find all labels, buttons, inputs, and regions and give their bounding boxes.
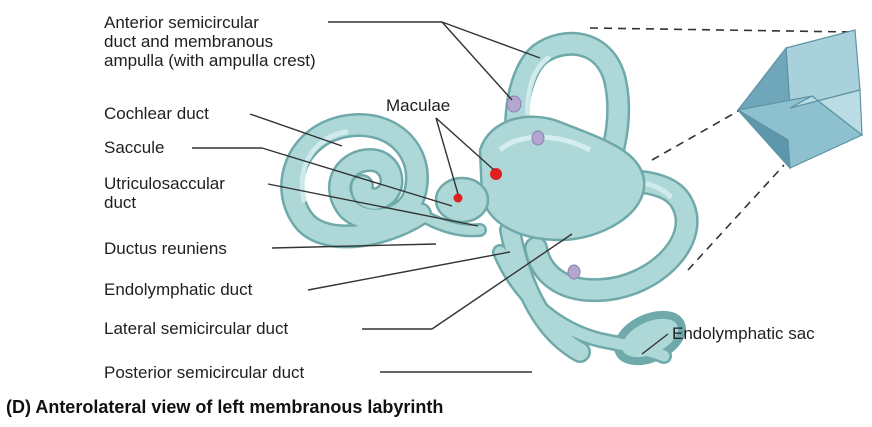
label-anterior-semicircular-duct: Anterior semicircular duct and membranou… [104,13,316,70]
label-utriculosaccular-line-2: duct [104,193,225,212]
label-ductus-reuniens: Ductus reuniens [104,239,227,258]
label-saccule: Saccule [104,138,164,157]
label-anterior-line-3: ampulla (with ampulla crest) [104,51,316,70]
label-endolymphatic-duct: Endolymphatic duct [104,280,252,299]
label-anterior-line-2: duct and membranous [104,32,316,51]
label-cochlear-duct: Cochlear duct [104,104,209,123]
label-anterior-line-1: Anterior semicircular [104,13,316,32]
label-utriculosaccular-line-1: Utriculosaccular [104,174,225,193]
label-maculae: Maculae [386,96,450,115]
label-utriculosaccular-duct: Utriculosaccular duct [104,174,225,212]
label-posterior-semicircular-duct: Posterior semicircular duct [104,363,304,382]
figure-caption: (D) Anterolateral view of left membranou… [6,397,443,418]
semicircular-planes-inset [738,30,862,168]
label-endolymphatic-sac: Endolymphatic sac [672,324,815,343]
label-lateral-semicircular-duct: Lateral semicircular duct [104,319,288,338]
